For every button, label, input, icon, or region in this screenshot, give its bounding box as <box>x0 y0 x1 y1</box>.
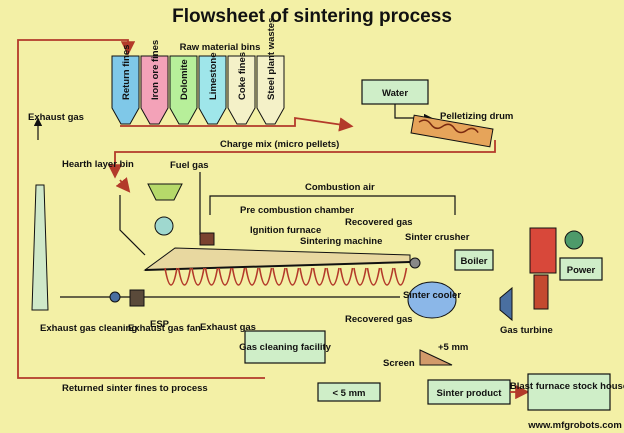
gas-cleaning-facility-label: Gas cleaning facility <box>239 342 332 353</box>
combustion-air-line <box>209 195 456 215</box>
water-line <box>394 104 433 123</box>
plus-5mm-label: +5 mm <box>438 342 468 353</box>
bin-label: Limestone <box>208 52 219 100</box>
water-label: Water <box>382 88 408 99</box>
windbox <box>380 267 394 286</box>
page-title: Flowsheet of sintering process <box>172 6 452 27</box>
windbox <box>191 267 205 286</box>
sintering-machine <box>143 247 411 271</box>
windbox <box>204 267 219 286</box>
bin-label: Steel plant wastes <box>266 18 277 100</box>
bin: Steel plant wastes <box>256 18 285 125</box>
exhaust-stack <box>31 184 49 311</box>
raw-material-bins-label: Raw material bins <box>180 42 261 53</box>
hearth-layer-bin-label: Hearth layer bin <box>62 159 134 170</box>
gas-cleaning-facility-box <box>244 330 326 364</box>
windboxes <box>164 267 408 286</box>
windbox <box>218 267 232 286</box>
windbox <box>353 267 367 286</box>
exhaust-gas-fan-label: Exhaust gas fan <box>128 323 201 334</box>
power-box <box>559 257 603 281</box>
drum-feeder <box>154 216 174 236</box>
boiler-label: Boiler <box>461 256 488 267</box>
combustion-air-label: Combustion air <box>305 182 375 193</box>
hearth-chute <box>119 195 146 256</box>
charge-hopper <box>147 183 183 201</box>
recovered-gas-bottom-label: Recovered gas <box>345 314 413 325</box>
windbox <box>164 267 178 286</box>
bin-label: Iron ore fines <box>150 40 161 100</box>
windbox <box>285 267 300 286</box>
sinter-crusher <box>409 257 421 269</box>
sinter-cooler <box>407 281 457 319</box>
sinter-product-box <box>427 379 511 405</box>
bin: Coke fines <box>227 52 256 125</box>
charge-mix-line <box>107 140 496 179</box>
ignition-furnace <box>199 232 215 246</box>
bin: Return fines <box>111 45 140 125</box>
sinter-cooler-label: Sinter cooler <box>403 290 461 301</box>
minus-5mm-box <box>317 382 381 402</box>
generator-unit <box>529 227 557 274</box>
exhaust-fan <box>109 291 121 303</box>
esp-box <box>129 289 145 307</box>
bin: Iron ore fines <box>140 40 169 125</box>
return-loop-line <box>17 39 265 379</box>
pre-combustion-chamber-label: Pre combustion chamber <box>240 205 354 216</box>
returned-fines-label: Returned sinter fines to process <box>62 383 208 394</box>
pelletizing-drum-label: Pelletizing drum <box>440 111 513 122</box>
fuel-gas-label: Fuel gas <box>170 160 209 171</box>
bin-label: Coke fines <box>237 52 248 100</box>
sintering-machine-label: Sintering machine <box>300 236 382 247</box>
bin: Dolomite <box>169 55 198 125</box>
raw-material-bins: Return fines Iron ore fines Dolomite Limest… <box>111 18 285 125</box>
bin-label: Dolomite <box>179 59 190 100</box>
exhaust-gas-bottom-label: Exhaust gas <box>200 322 256 333</box>
windbox <box>272 267 286 286</box>
minus-5mm-label: < 5 mm <box>332 388 365 399</box>
hearth-arrow <box>115 177 131 193</box>
esp-label: ESP <box>150 319 170 330</box>
sinter-product-label: Sinter product <box>437 388 503 399</box>
windbox <box>258 267 273 286</box>
recovered-gas-top-label: Recovered gas <box>345 217 413 228</box>
ignition-furnace-label: Ignition furnace <box>250 225 321 236</box>
boiler-box <box>454 249 494 271</box>
exhaust-gas-cleaning-label: Exhaust gas cleaning <box>40 323 137 334</box>
blast-furnace-label: Blast furnace stock house <box>510 381 624 392</box>
gas-turbine-label: Gas turbine <box>500 325 553 336</box>
power-label: Power <box>567 265 596 276</box>
windbox <box>339 267 354 286</box>
windbox <box>312 267 327 286</box>
gas-turbine <box>499 286 513 322</box>
windbox <box>366 267 381 286</box>
screen-label: Screen <box>383 358 415 369</box>
pelletizing-drum <box>410 114 494 148</box>
windbox <box>326 267 340 286</box>
windbox <box>177 267 192 286</box>
charge-mix-label: Charge mix (micro pellets) <box>220 139 339 150</box>
bin-label: Return fines <box>121 45 132 100</box>
screen <box>419 349 453 366</box>
exhaust-gas-top-label: Exhaust gas <box>28 112 84 123</box>
generator-icon <box>564 230 584 250</box>
windbox <box>393 267 408 286</box>
bins-to-drum-line <box>120 116 354 132</box>
windbox <box>231 267 246 286</box>
bin: Limestone <box>198 52 227 125</box>
windbox <box>299 267 313 286</box>
blast-furnace-box <box>527 373 611 411</box>
watermark: www.mfgrobots.com <box>527 420 622 431</box>
windbox <box>245 267 259 286</box>
generator-base <box>533 274 549 310</box>
sinter-crusher-label: Sinter crusher <box>405 232 470 243</box>
